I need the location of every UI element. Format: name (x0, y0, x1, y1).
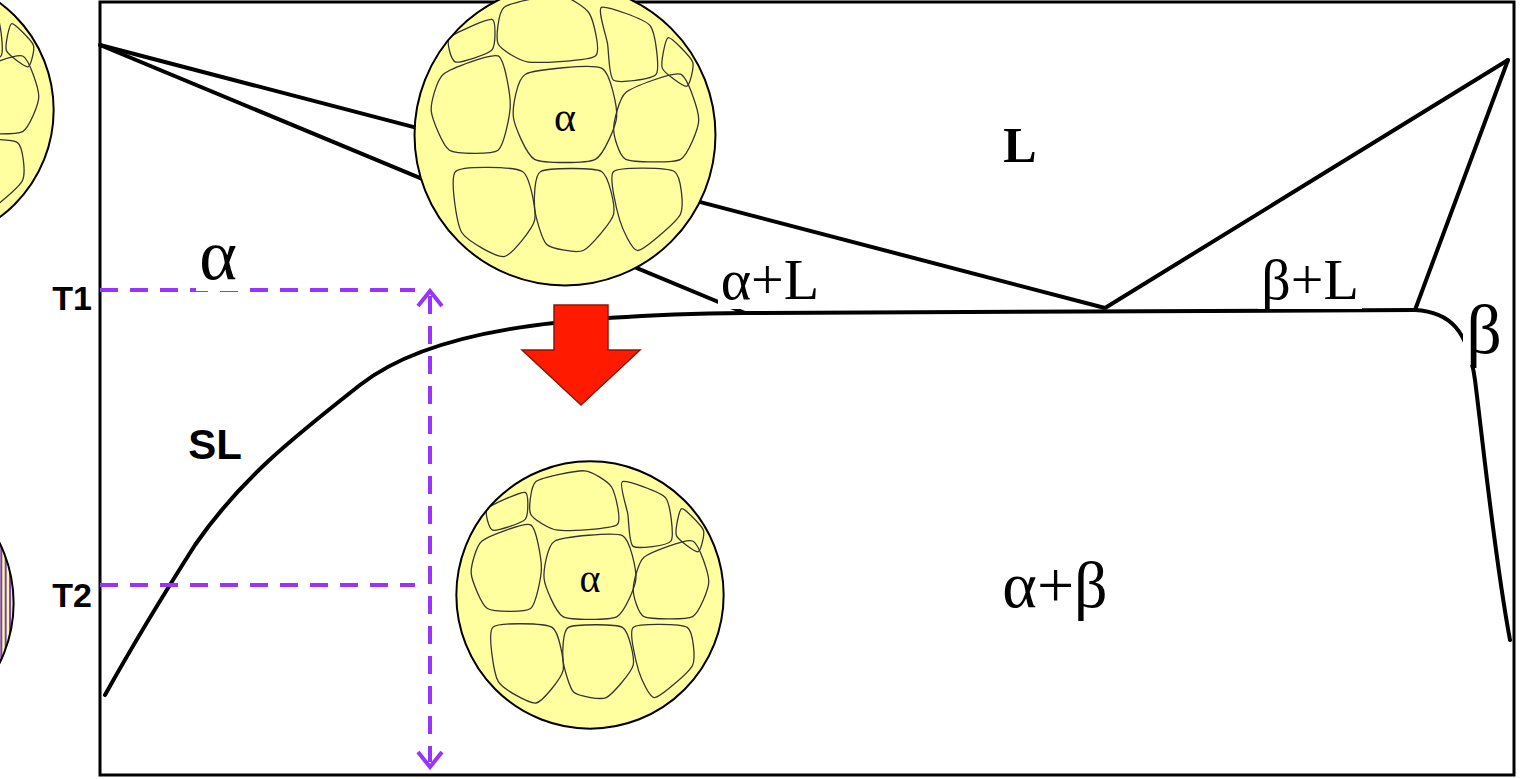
circle-fill (456, 461, 723, 728)
circle-outline (0, 0, 54, 244)
phase-region-label: β (1463, 295, 1505, 365)
grain-boundary (633, 541, 709, 619)
grain-boundary (0, 0, 2, 62)
phase-symbol: α (554, 96, 576, 138)
grain-boundary (513, 67, 617, 163)
phase-region-label: L (1000, 120, 1039, 170)
circle-outline (415, 0, 716, 285)
grain-boundary (614, 74, 699, 162)
cooling-path (428, 296, 432, 762)
grain-boundary (632, 624, 694, 697)
grain-boundary (431, 56, 510, 154)
grain-boundary (662, 38, 693, 87)
grain-boundaries (431, 0, 699, 257)
grain-boundary (471, 524, 541, 611)
arrow-head (418, 752, 442, 767)
curve-label: SL (185, 424, 245, 466)
temperature-line (100, 583, 415, 587)
circle-outline (456, 461, 723, 728)
grain-boundary (448, 19, 495, 62)
microstructure-circle: α (455, 460, 725, 730)
circle-fill (415, 0, 716, 285)
grain-boundary (491, 624, 564, 703)
phase-region-label: β+L (1258, 251, 1362, 309)
microstructure-circle (0, 466, 14, 740)
grain-boundary (563, 625, 634, 699)
arrow-head (418, 291, 442, 306)
grain-boundary (534, 169, 614, 252)
grain-boundary (544, 534, 636, 619)
temperature-label: T2 (49, 578, 95, 612)
grain-boundary (0, 56, 39, 134)
grain-boundaries (471, 471, 709, 703)
grain-boundary (676, 509, 704, 552)
eutectic-line (745, 310, 1415, 313)
circle-shape (413, 0, 717, 287)
solidus-line (1415, 60, 1508, 310)
grain-boundary (453, 167, 535, 256)
temperature-label: T1 (49, 281, 95, 315)
phase-region-label: α+L (718, 251, 823, 309)
liquidus-line (1105, 60, 1508, 308)
circle-outline (0, 467, 14, 738)
grain-boundary (612, 168, 682, 250)
grain-boundary (600, 7, 657, 81)
grain-boundary (530, 471, 619, 531)
transition-arrow (522, 305, 640, 405)
grain-boundary (0, 139, 24, 212)
grain-boundary (621, 481, 672, 547)
diagram-frame (100, 2, 1514, 775)
lamellae (1, 466, 14, 740)
grain-boundary (497, 0, 597, 62)
phase-region-label: α+β (999, 552, 1110, 618)
phase-region-label: α (196, 219, 240, 291)
grain-boundary (6, 24, 34, 67)
grain-boundaries (0, 0, 39, 218)
circle-fill (0, 0, 54, 244)
phase-symbol: α (580, 559, 601, 599)
microstructure-circle (0, 0, 54, 244)
temperature-line (100, 288, 415, 292)
grain-boundary (486, 492, 527, 530)
microstructure-circle: α (413, 0, 717, 287)
